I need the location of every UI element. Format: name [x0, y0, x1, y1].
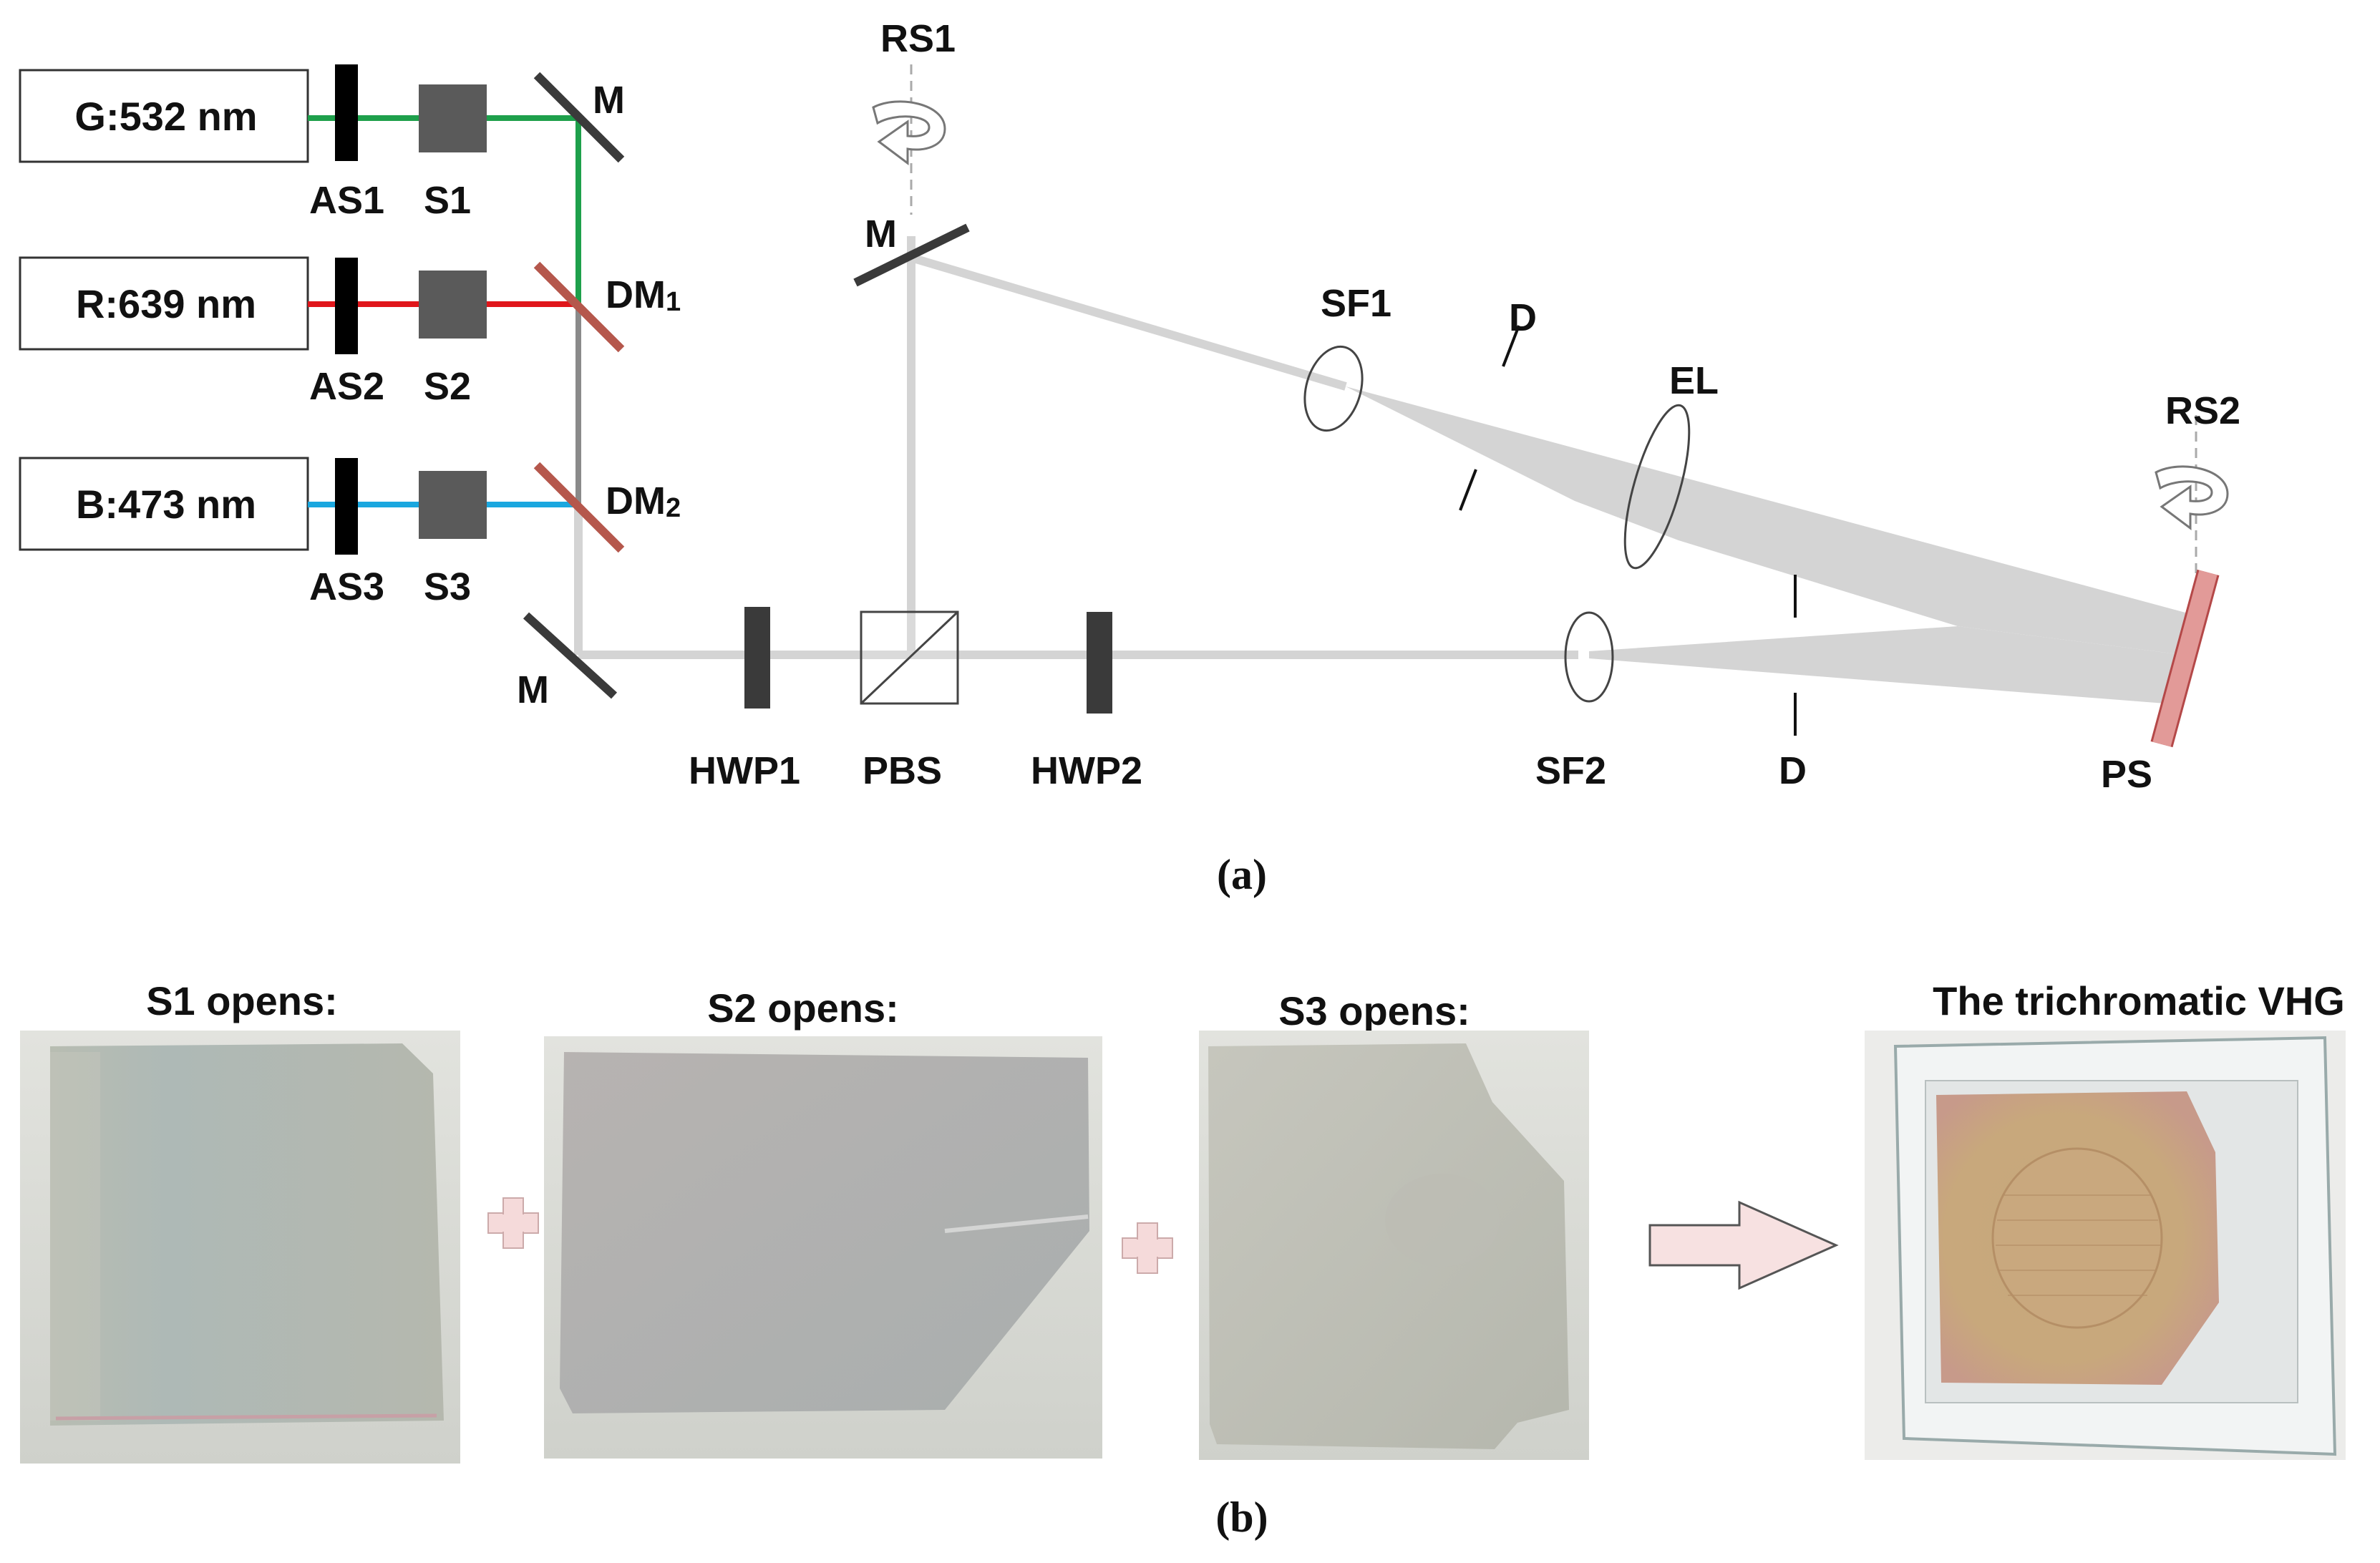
label-d-top: D [1509, 296, 1537, 339]
mirror-bottom [523, 612, 618, 699]
result-arrow-icon [1648, 1200, 1839, 1290]
title-trichromatic-vhg: The trichromatic VHG [1933, 978, 2345, 1023]
photo-s2-film [544, 1036, 1102, 1459]
plus-icon-1 [487, 1197, 539, 1249]
expander-lens [1623, 404, 1691, 570]
caption-a: (a) [1217, 851, 1267, 898]
label-s1: S1 [424, 179, 471, 222]
half-wave-plate-2 [1087, 612, 1112, 714]
setup-diagram: G:532 nm R:639 nm B:473 nm [19, 17, 2240, 898]
label-s3: S3 [424, 565, 471, 608]
polarizing-beam-splitter [860, 610, 959, 705]
laser-green: G:532 nm [19, 69, 309, 163]
label-hwp1: HWP1 [689, 749, 800, 792]
mirror-middle [853, 223, 970, 287]
label-mirror-bottom: M [517, 668, 549, 711]
photo-panel: S1 opens: S2 opens: S3 opens: The trichr… [20, 978, 2346, 1541]
laser-green-label: G:532 nm [74, 94, 257, 139]
shutter-2 [419, 271, 487, 339]
laser-blue-label: B:473 nm [76, 482, 256, 527]
plus-icon-2 [1122, 1222, 1173, 1274]
shutter-3 [419, 471, 487, 539]
label-sf2: SF2 [1535, 749, 1606, 792]
title-s1-opens: S1 opens: [146, 978, 338, 1023]
label-el: EL [1669, 359, 1719, 402]
aperture-stop-3 [335, 458, 358, 555]
label-as2: AS2 [309, 365, 384, 408]
spatial-filter-1-lens [1303, 345, 1364, 432]
label-as3: AS3 [309, 565, 384, 608]
half-wave-plate-1 [744, 607, 770, 709]
beam-paths-gray [574, 236, 1578, 659]
label-dm2: DM2 [606, 479, 681, 523]
dichroic-mirror-2 [533, 462, 625, 553]
mirror-top [533, 72, 625, 163]
label-s2: S2 [424, 365, 471, 408]
laser-blue: B:473 nm [19, 457, 309, 551]
expanded-beam-lower [1589, 626, 2183, 705]
label-hwp2: HWP2 [1031, 749, 1142, 792]
label-ps: PS [2101, 753, 2152, 796]
dichroic-mirror-1 [533, 261, 625, 353]
label-as1: AS1 [309, 179, 384, 222]
caption-b: (b) [1215, 1494, 1268, 1541]
rotation-stage-1 [872, 64, 946, 215]
photo-s1-film [20, 1031, 460, 1464]
aperture-stop-2 [335, 258, 358, 354]
aperture-stop-1 [335, 64, 358, 161]
expanded-beam-upper [1346, 386, 2196, 655]
label-rs2: RS2 [2165, 389, 2240, 432]
label-mirror-middle: M [865, 213, 897, 255]
label-dm1: DM1 [606, 273, 681, 317]
photo-s3-film [1199, 1031, 1589, 1460]
diaphragm-upper [1459, 325, 1520, 511]
title-s3-opens: S3 opens: [1278, 988, 1470, 1033]
label-rs1: RS1 [880, 17, 956, 60]
laser-red-label: R:639 nm [76, 281, 256, 326]
rotation-arrow-1-icon [872, 100, 946, 165]
rotation-arrow-2-icon [2155, 465, 2229, 530]
spatial-filter-2-lens [1564, 611, 1614, 703]
shutter-1 [419, 84, 487, 152]
rotation-stage-2 [2155, 415, 2229, 601]
label-sf1: SF1 [1321, 282, 1391, 325]
laser-red: R:639 nm [19, 256, 309, 351]
label-pbs: PBS [863, 749, 942, 792]
label-mirror-top: M [593, 79, 625, 122]
photo-trichromatic-vhg [1865, 1031, 2346, 1460]
label-d-bottom: D [1779, 749, 1807, 792]
title-s2-opens: S2 opens: [707, 985, 899, 1031]
